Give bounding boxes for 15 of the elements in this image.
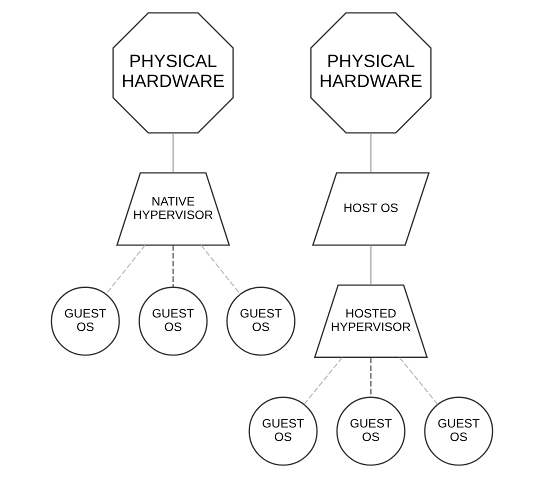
node-circle: GUEST OS (226, 286, 295, 356)
connector (172, 245, 174, 288)
node-circle: GUEST OS (248, 396, 318, 466)
connector (105, 244, 146, 294)
connector (370, 245, 371, 285)
connector (370, 133, 371, 173)
node-circle: GUEST OS (424, 396, 493, 466)
node-circle: GUEST OS (138, 286, 208, 356)
connector (370, 358, 371, 398)
connector (200, 244, 240, 294)
connector (398, 357, 438, 405)
connector (303, 357, 342, 405)
connector (172, 133, 174, 173)
node-circle: GUEST OS (50, 286, 120, 356)
node-circle: GUEST OS (336, 396, 405, 466)
